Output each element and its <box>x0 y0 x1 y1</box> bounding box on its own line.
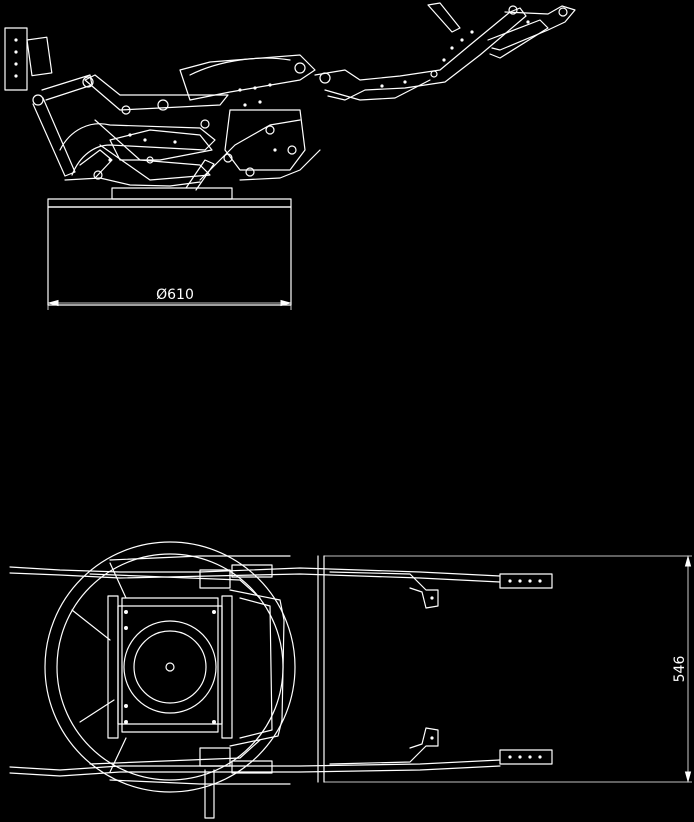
base-diameter-dimension: Ø610 <box>47 287 292 310</box>
release-lever <box>204 769 215 819</box>
backrest-bracket <box>4 27 93 177</box>
width-label: 546 <box>672 656 688 683</box>
top-view: 546 <box>9 541 692 819</box>
footrest-plates <box>329 571 553 765</box>
base-diameter-label: Ø610 <box>156 287 194 303</box>
swivel-base <box>47 187 292 306</box>
seat-mechanism <box>59 54 331 191</box>
side-view: Ø610 <box>4 2 576 310</box>
swivel-ring <box>44 541 296 793</box>
width-dimension: 546 <box>324 555 692 783</box>
side-rails <box>9 555 501 785</box>
center-bearing <box>107 595 233 739</box>
footrest-linkage <box>314 2 576 101</box>
